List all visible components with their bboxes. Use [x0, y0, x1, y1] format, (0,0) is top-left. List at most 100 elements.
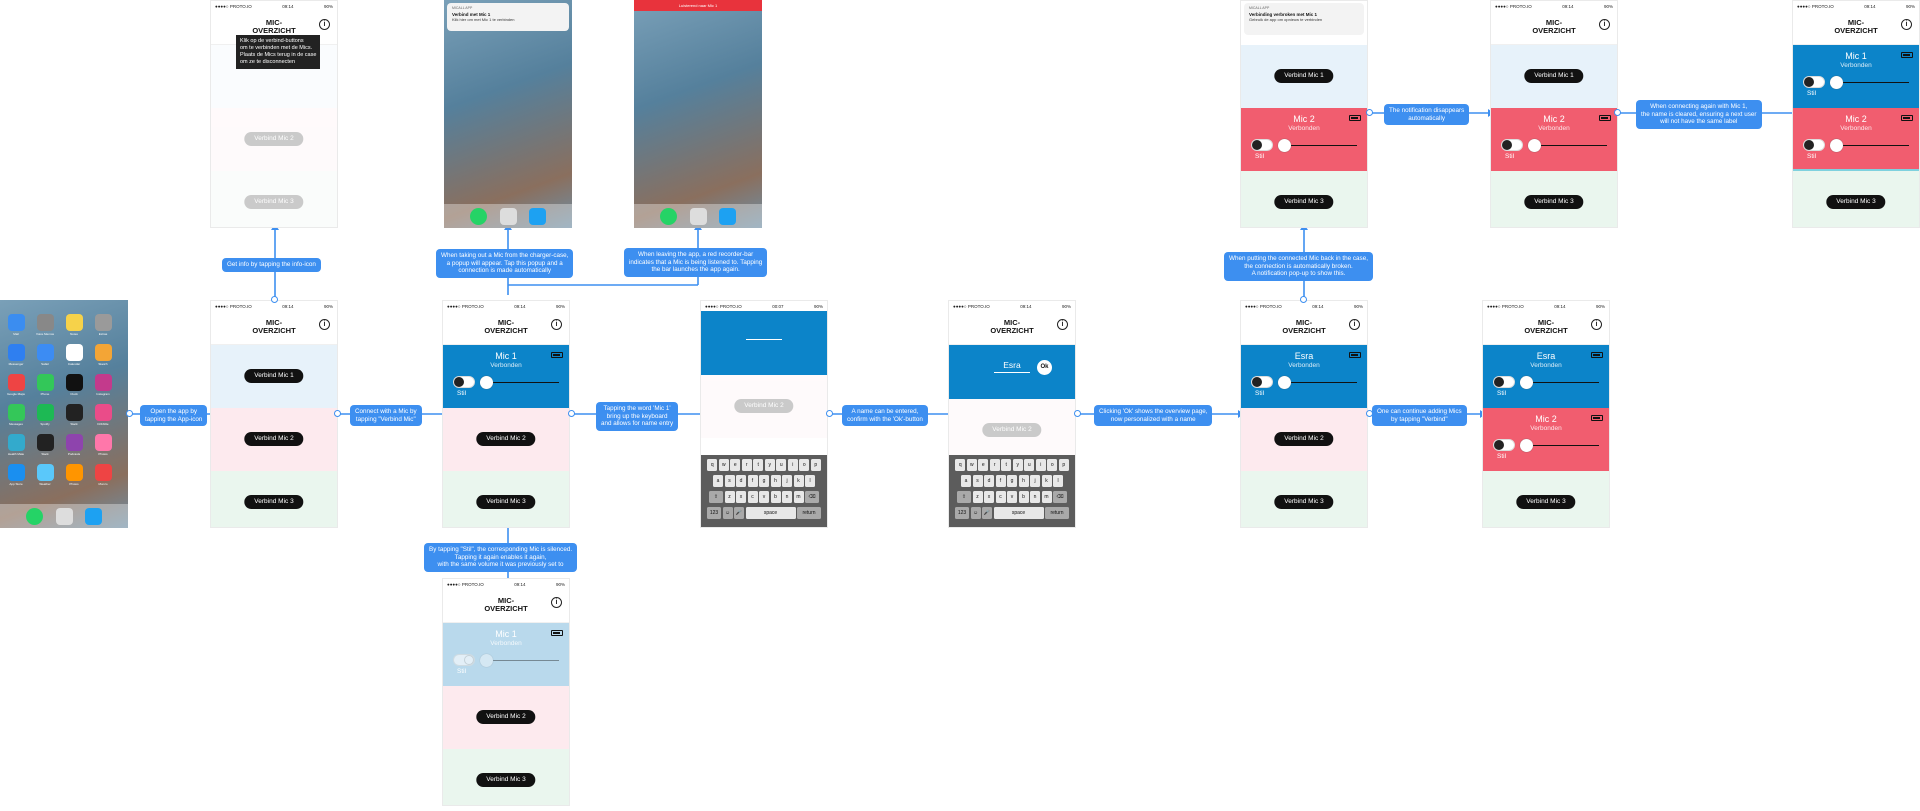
- keyboard-key[interactable]: n: [1030, 491, 1040, 503]
- keyboard-key[interactable]: z: [972, 491, 983, 503]
- keyboard-key[interactable]: 123: [955, 507, 969, 519]
- connect-mic2-button[interactable]: Verbind Mic 2: [476, 432, 536, 446]
- connect-mic1-button[interactable]: Verbind Mic 1: [1274, 69, 1334, 83]
- mute-toggle[interactable]: [1803, 76, 1825, 88]
- whatsapp-icon[interactable]: [26, 508, 43, 525]
- keyboard-key[interactable]: i: [787, 459, 798, 471]
- mic2-name[interactable]: Mic 2: [1293, 114, 1315, 124]
- mute-toggle[interactable]: [1493, 439, 1515, 451]
- keyboard-key[interactable]: m: [1041, 491, 1052, 503]
- app-icon[interactable]: [95, 374, 112, 391]
- keyboard-key[interactable]: e: [730, 459, 741, 471]
- keyboard-key[interactable]: z: [724, 491, 735, 503]
- keyboard-key[interactable]: w: [718, 459, 729, 471]
- app-icon[interactable]: [37, 314, 54, 331]
- name-input-value[interactable]: Esra: [1003, 360, 1021, 370]
- keyboard-key[interactable]: u: [1024, 459, 1035, 471]
- info-icon[interactable]: i: [1349, 319, 1360, 330]
- keyboard-key[interactable]: c: [747, 491, 758, 503]
- volume-slider[interactable]: [480, 654, 559, 667]
- app-icon[interactable]: [66, 374, 83, 391]
- keyboard-key[interactable]: 🎤: [734, 507, 744, 519]
- app-icon[interactable]: [37, 464, 54, 481]
- mute-toggle[interactable]: [1803, 139, 1825, 151]
- keyboard-key[interactable]: 🎤: [982, 507, 992, 519]
- app-icon[interactable]: [95, 314, 112, 331]
- keyboard-key[interactable]: t: [1001, 459, 1012, 471]
- keyboard-key[interactable]: ☺: [722, 507, 733, 519]
- app-icon[interactable]: [37, 374, 54, 391]
- keyboard-key[interactable]: s: [972, 475, 983, 487]
- keyboard-key[interactable]: k: [1041, 475, 1052, 487]
- connect-mic2-button[interactable]: Verbind Mic 2: [476, 710, 536, 724]
- keyboard-key[interactable]: a: [713, 475, 723, 487]
- mic1-name[interactable]: Mic 1: [1845, 51, 1867, 61]
- connect-notification[interactable]: MICALL APP Verbind met Mic 1 Klik hier o…: [447, 3, 569, 31]
- keyboard-key[interactable]: c: [995, 491, 1006, 503]
- connect-mic1-button[interactable]: Verbind Mic 1: [244, 369, 304, 383]
- app-icon[interactable]: [66, 314, 83, 331]
- info-icon[interactable]: i: [1057, 319, 1068, 330]
- connect-mic1-button[interactable]: Verbind Mic 1: [1524, 69, 1584, 83]
- connect-mic2-button[interactable]: Verbind Mic 2: [244, 432, 304, 446]
- disconnect-notification[interactable]: MICALL APP Verbinding verbroken met Mic …: [1244, 3, 1364, 35]
- mute-toggle[interactable]: [1501, 139, 1523, 151]
- name-input[interactable]: [746, 339, 782, 340]
- keyboard-key[interactable]: k: [793, 475, 804, 487]
- keyboard-key[interactable]: q: [955, 459, 966, 471]
- info-icon[interactable]: i: [551, 319, 562, 330]
- keyboard-key[interactable]: i: [1035, 459, 1046, 471]
- mute-toggle[interactable]: [1251, 139, 1273, 151]
- app-icon[interactable]: [66, 404, 83, 421]
- mute-toggle[interactable]: [1493, 376, 1515, 388]
- mic2-name[interactable]: Mic 2: [1845, 114, 1867, 124]
- keyboard-key[interactable]: r: [989, 459, 1000, 471]
- keyboard-key[interactable]: return: [797, 507, 821, 519]
- volume-slider[interactable]: [480, 376, 559, 389]
- mute-toggle[interactable]: [453, 376, 475, 388]
- connect-mic3-button[interactable]: Verbind Mic 3: [476, 773, 536, 787]
- keyboard-key[interactable]: w: [966, 459, 977, 471]
- app-icon[interactable]: [37, 344, 54, 361]
- keyboard-key[interactable]: j: [1030, 475, 1040, 487]
- keyboard-key[interactable]: ⇧: [957, 491, 971, 503]
- keyboard-key[interactable]: h: [770, 475, 781, 487]
- camera-icon[interactable]: [500, 208, 517, 225]
- volume-slider[interactable]: [1278, 376, 1357, 389]
- keyboard-key[interactable]: ☺: [970, 507, 981, 519]
- info-icon[interactable]: i: [551, 597, 562, 608]
- keyboard-key[interactable]: l: [805, 475, 815, 487]
- app-icon[interactable]: [8, 464, 25, 481]
- keyboard-key[interactable]: return: [1045, 507, 1069, 519]
- keyboard-key[interactable]: q: [707, 459, 718, 471]
- keyboard-key[interactable]: o: [1047, 459, 1058, 471]
- mute-toggle[interactable]: [1251, 376, 1273, 388]
- keyboard-key[interactable]: d: [984, 475, 994, 487]
- volume-slider[interactable]: [1278, 139, 1357, 152]
- mic1-name[interactable]: Mic 1: [495, 351, 517, 361]
- chat-icon[interactable]: [719, 208, 736, 225]
- keyboard-key[interactable]: p: [1058, 459, 1069, 471]
- camera-icon[interactable]: [690, 208, 707, 225]
- keyboard-key[interactable]: space: [745, 507, 796, 519]
- keyboard-key[interactable]: ⌫: [805, 491, 819, 503]
- mic2-name[interactable]: Mic 2: [1535, 414, 1557, 424]
- keyboard-key[interactable]: e: [978, 459, 989, 471]
- mute-toggle[interactable]: [453, 654, 475, 666]
- keyboard-key[interactable]: u: [776, 459, 787, 471]
- app-icon[interactable]: [8, 434, 25, 451]
- keyboard-key[interactable]: b: [1018, 491, 1029, 503]
- camera-icon[interactable]: [56, 508, 73, 525]
- keyboard-key[interactable]: y: [1012, 459, 1023, 471]
- volume-slider[interactable]: [1830, 139, 1909, 152]
- connect-mic3-button[interactable]: Verbind Mic 3: [1826, 195, 1886, 209]
- connect-mic3-button[interactable]: Verbind Mic 3: [1274, 495, 1334, 509]
- keyboard-key[interactable]: b: [770, 491, 781, 503]
- keyboard-key[interactable]: p: [810, 459, 821, 471]
- ok-button[interactable]: Ok: [1037, 360, 1052, 375]
- whatsapp-icon[interactable]: [470, 208, 487, 225]
- keyboard-key[interactable]: l: [1053, 475, 1063, 487]
- keyboard-key[interactable]: s: [724, 475, 735, 487]
- volume-slider[interactable]: [1830, 76, 1909, 89]
- keyboard-key[interactable]: o: [799, 459, 810, 471]
